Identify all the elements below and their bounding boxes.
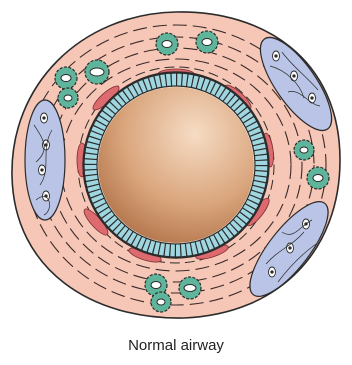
figure-caption: Normal airway: [0, 337, 352, 354]
airway-cross-section-diagram: [0, 0, 352, 330]
airway-lumen: [98, 87, 254, 243]
